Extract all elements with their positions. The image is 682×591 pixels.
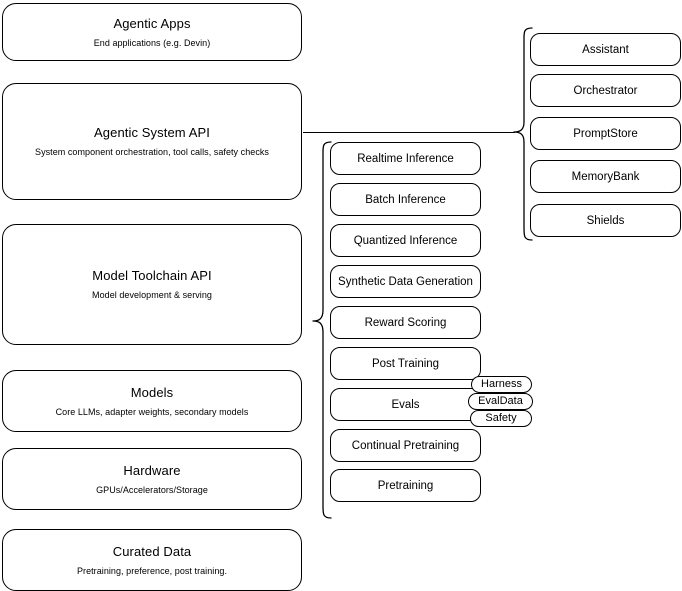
- toolchain-item-label: Batch Inference: [365, 193, 446, 206]
- toolchain-items-brace: [312, 141, 332, 519]
- system-item-label: Assistant: [582, 43, 629, 56]
- stack-layer-model-toolchain-api[interactable]: Model Toolchain API Model development & …: [2, 224, 302, 345]
- layer-title: Curated Data: [112, 543, 192, 559]
- stack-layer-curated-data[interactable]: Curated Data Pretraining, preference, po…: [2, 529, 302, 591]
- eval-badge-evaldata[interactable]: EvalData: [468, 393, 533, 410]
- system-api-connector-line: [303, 132, 515, 133]
- eval-badge-label: Safety: [485, 412, 517, 424]
- stack-layer-models[interactable]: Models Core LLMs, adapter weights, secon…: [2, 370, 302, 432]
- system-item-assistant[interactable]: Assistant: [530, 33, 681, 66]
- system-item-orchestrator[interactable]: Orchestrator: [530, 74, 681, 107]
- layer-subtitle: Pretraining, preference, post training.: [76, 565, 228, 576]
- toolchain-item-realtime-inference[interactable]: Realtime Inference: [330, 142, 481, 175]
- system-item-label: PromptStore: [573, 127, 638, 140]
- layer-title: Models: [130, 384, 174, 400]
- layer-title: Hardware: [123, 462, 181, 478]
- layer-title: Model Toolchain API: [92, 268, 212, 283]
- toolchain-item-pretraining[interactable]: Pretraining: [330, 469, 481, 502]
- toolchain-item-reward-scoring[interactable]: Reward Scoring: [330, 306, 481, 339]
- toolchain-item-label: Continual Pretraining: [351, 439, 460, 452]
- eval-badge-harness[interactable]: Harness: [471, 376, 532, 393]
- system-item-label: Shields: [586, 214, 625, 227]
- layer-subtitle: End applications (e.g. Devin): [93, 37, 211, 48]
- eval-badge-label: Harness: [481, 378, 522, 390]
- toolchain-item-continual-pretraining[interactable]: Continual Pretraining: [330, 429, 481, 462]
- toolchain-item-batch-inference[interactable]: Batch Inference: [330, 183, 481, 216]
- stack-layer-hardware[interactable]: Hardware GPUs/Accelerators/Storage: [2, 448, 302, 510]
- system-item-label: MemoryBank: [571, 170, 640, 183]
- toolchain-item-synthetic-data-generation[interactable]: Synthetic Data Generation: [330, 265, 481, 298]
- layer-subtitle: Model development & serving: [92, 290, 212, 300]
- system-items-brace: [513, 27, 533, 241]
- toolchain-item-evals[interactable]: Evals: [330, 388, 481, 421]
- system-item-shields[interactable]: Shields: [530, 204, 681, 237]
- toolchain-item-label: Post Training: [371, 357, 440, 370]
- toolchain-item-label: Synthetic Data Generation: [338, 275, 473, 288]
- layer-title: Agentic System API: [94, 125, 210, 140]
- toolchain-item-label: Reward Scoring: [364, 316, 447, 329]
- layer-subtitle: Core LLMs, adapter weights, secondary mo…: [55, 406, 249, 417]
- toolchain-item-quantized-inference[interactable]: Quantized Inference: [330, 224, 481, 257]
- toolchain-item-label: Realtime Inference: [357, 152, 454, 165]
- system-item-label: Orchestrator: [573, 84, 638, 97]
- stack-layer-agentic-system-api[interactable]: Agentic System API System component orch…: [2, 83, 302, 200]
- toolchain-item-post-training[interactable]: Post Training: [330, 347, 481, 380]
- toolchain-item-label: Pretraining: [377, 479, 434, 492]
- system-item-promptstore[interactable]: PromptStore: [530, 117, 681, 150]
- eval-badge-safety[interactable]: Safety: [470, 410, 532, 427]
- system-item-memorybank[interactable]: MemoryBank: [530, 160, 681, 193]
- stack-layer-agentic-apps[interactable]: Agentic Apps End applications (e.g. Devi…: [2, 3, 302, 61]
- toolchain-item-label: Evals: [391, 398, 420, 411]
- layer-subtitle: GPUs/Accelerators/Storage: [96, 484, 208, 495]
- toolchain-item-label: Quantized Inference: [353, 234, 458, 247]
- eval-badge-label: EvalData: [478, 395, 523, 407]
- layer-subtitle: System component orchestration, tool cal…: [35, 147, 269, 157]
- layer-title: Agentic Apps: [113, 15, 191, 31]
